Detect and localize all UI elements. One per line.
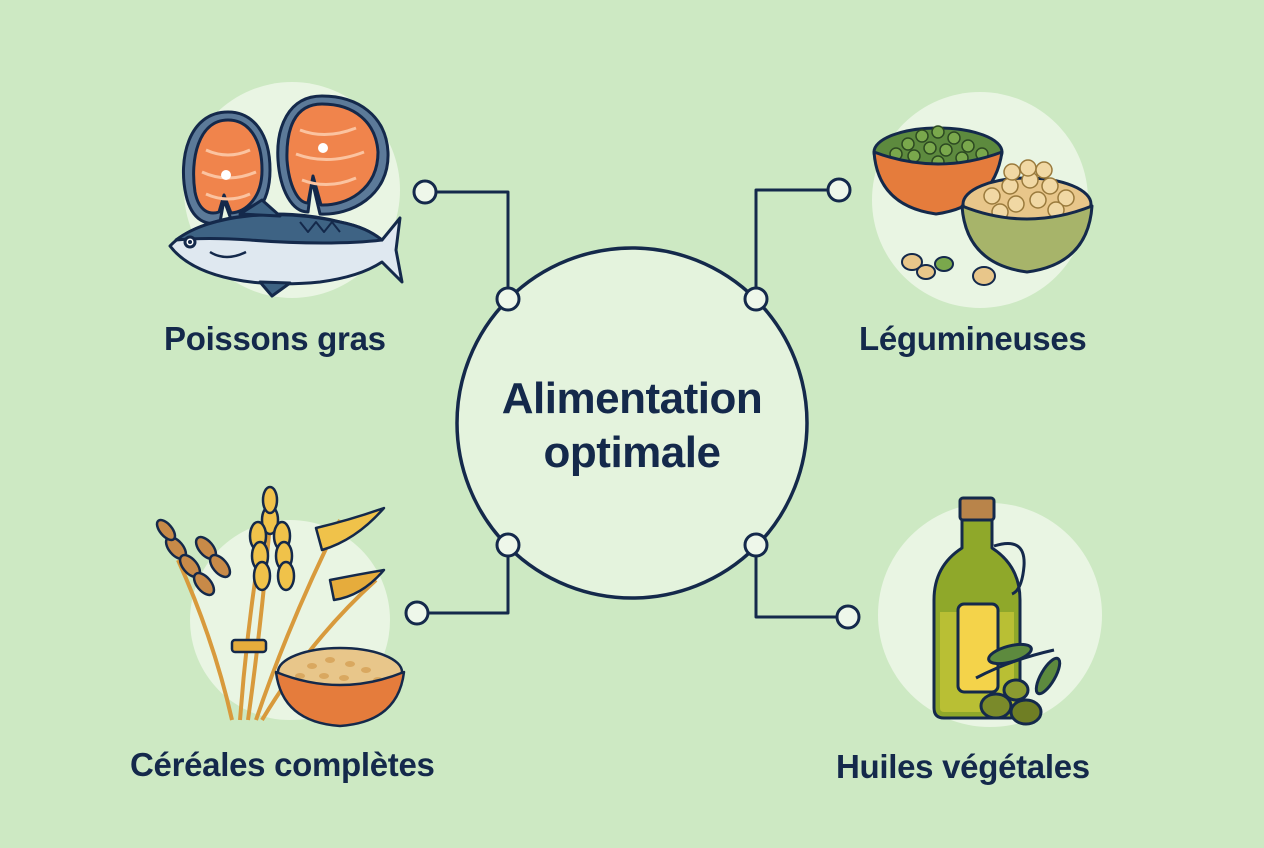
connector-line-fish (437, 190, 510, 299)
connector-line-legumes (754, 188, 827, 299)
fish-salmon-mackerel-icon (168, 94, 404, 298)
node-legumes-hub (743, 286, 769, 312)
connector-line-grains (429, 545, 510, 615)
olive-oil-bottle-icon (932, 496, 1062, 726)
wheat-grain-bowl-icon (155, 485, 406, 728)
node-oils-outer (835, 604, 861, 630)
node-fish-hub (495, 286, 521, 312)
center-hub (455, 246, 809, 600)
node-legumes-outer (826, 177, 852, 203)
label-legumineuses: Légumineuses (859, 320, 1087, 357)
node-grains-hub (495, 532, 521, 558)
label-poissons-gras: Poissons gras (164, 320, 386, 357)
center-title-line1: Alimentation (501, 374, 763, 423)
center-title: Alimentation optimale (472, 372, 792, 480)
connector-line-oils (754, 545, 836, 619)
lentil-chickpea-bowls-icon (872, 125, 1094, 286)
node-oils-hub (743, 532, 769, 558)
label-huiles-vegetales: Huiles végétales (836, 748, 1090, 785)
node-grains-outer (404, 600, 430, 626)
center-title-line2: optimale (543, 428, 721, 477)
node-fish-outer (412, 179, 438, 205)
label-cereales-completes: Céréales complètes (130, 746, 435, 783)
